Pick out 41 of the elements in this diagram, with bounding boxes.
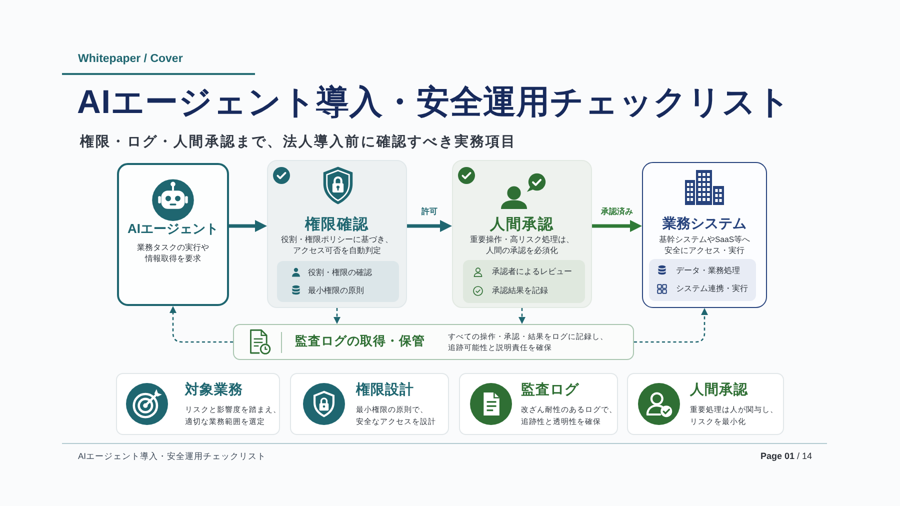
checklist-panel xyxy=(277,261,399,302)
process-box xyxy=(117,163,229,306)
page-title: AIエージェント導入・安全運用チェックリスト xyxy=(77,82,791,122)
edge-label: 許可 xyxy=(420,207,440,217)
dashed-arrow xyxy=(518,308,526,324)
node-title: 業務システム xyxy=(662,215,746,232)
checklist-panel xyxy=(463,260,585,303)
node-title: 監査ログの取得・保管 xyxy=(295,334,425,349)
info-card xyxy=(290,373,449,435)
node-title: 人間承認 xyxy=(690,381,748,398)
section-label: Whitepaper / Cover xyxy=(78,53,183,67)
list-item: 最小権限の原則 xyxy=(308,284,364,296)
list-item: データ・業務処理 xyxy=(676,264,740,276)
page-number: Page 01 / 14 xyxy=(760,451,812,462)
list-item: 役割・権限の確認 xyxy=(308,266,372,278)
step-panel xyxy=(267,160,407,308)
edge-label: 承認済み xyxy=(599,207,635,217)
arrow xyxy=(592,220,642,232)
checklist-panel xyxy=(649,259,756,301)
node-title: 対象業務 xyxy=(185,381,243,398)
dashed-arrow xyxy=(170,306,233,343)
info-card xyxy=(459,373,618,435)
arrow xyxy=(407,220,452,232)
node-title: 権限設計 xyxy=(356,381,414,398)
log-panel xyxy=(233,324,634,360)
info-card xyxy=(116,373,280,435)
process-box xyxy=(642,162,767,308)
list-item: システム連携・実行 xyxy=(676,283,748,294)
arrow xyxy=(229,220,267,232)
list-item: 承認結果を記録 xyxy=(492,285,548,296)
info-card xyxy=(627,373,784,435)
dashed-arrow xyxy=(634,308,708,343)
node-title: 監査ログ xyxy=(521,381,579,398)
dashed-arrow xyxy=(334,308,340,324)
node-title: 人間承認 xyxy=(490,216,554,234)
subtitle: 権限・ログ・人間承認まで、法人導入前に確認すべき実務項目 xyxy=(80,133,517,150)
node-title: AIエージェント xyxy=(128,221,218,237)
list-item: 承認者によるレビュー xyxy=(492,266,572,278)
step-panel xyxy=(452,160,592,308)
node-title: 権限確認 xyxy=(305,216,369,234)
footer-text: AIエージェント導入・安全運用チェックリスト xyxy=(78,451,266,462)
